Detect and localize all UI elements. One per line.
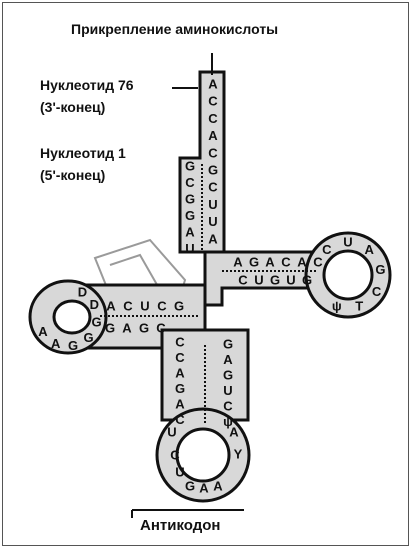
t-arm-top-nucleotide: G	[249, 255, 259, 270]
anticodon-left-nucleotide: A	[175, 397, 185, 412]
nucleotide-1-label: Нуклеотид 1	[40, 145, 126, 161]
anticodon-left-nucleotide: C	[175, 335, 185, 350]
acceptor-3prime-nucleotide: C	[208, 111, 218, 126]
t-arm-bottom-nucleotide: G	[302, 273, 312, 288]
t-loop-nucleotide: T	[355, 299, 363, 314]
d-arm-top-nucleotide: G	[174, 299, 184, 314]
t-arm-bottom-nucleotide: G	[270, 273, 280, 288]
anticodon-loop-nucleotide: U	[167, 425, 176, 440]
anticodon-label: Антикодон	[140, 517, 220, 534]
anticodon-loop-nucleotide: A	[213, 479, 223, 494]
anticodon-loop-nucleotide: A	[199, 481, 209, 496]
acceptor-3prime-nucleotide: G	[208, 163, 218, 178]
d-loop-nucleotide: D	[90, 297, 99, 312]
d-loop-nucleotide: G	[83, 330, 93, 345]
acceptor-3prime-nucleotide: C	[208, 180, 218, 195]
t-arm-top-nucleotide: A	[233, 255, 243, 270]
t-loop-nucleotide: C	[322, 242, 332, 257]
t-arm-bottom-nucleotide: U	[254, 273, 263, 288]
d-loop-hole	[54, 301, 90, 333]
anticodon-right-nucleotide: A	[223, 352, 233, 367]
d-loop-nucleotide: A	[51, 336, 61, 351]
anticodon-right-nucleotide: G	[223, 368, 233, 383]
t-arm-top-nucleotide: C	[281, 255, 291, 270]
acceptor-5prime-nucleotide: A	[185, 225, 195, 240]
anticodon-loop-nucleotide: A	[229, 425, 239, 440]
acceptor-3prime-nucleotide: U	[208, 197, 217, 212]
d-arm-bottom-nucleotide: A	[122, 321, 132, 336]
t-loop-nucleotide: U	[343, 235, 352, 250]
d-loop-nucleotide: A	[38, 324, 48, 339]
anticodon-left-nucleotide: A	[175, 366, 185, 381]
acceptor-3prime-nucleotide: C	[208, 94, 218, 109]
t-loop-nucleotide: G	[375, 262, 385, 277]
t-arm-bottom-nucleotide: U	[286, 273, 295, 288]
d-arm-bottom-nucleotide: G	[105, 321, 115, 336]
acceptor-3prime-nucleotide: A	[208, 231, 218, 246]
d-arm-top-nucleotide: C	[157, 299, 167, 314]
acceptor-3prime-nucleotide: C	[208, 145, 218, 160]
t-arm-top-nucleotide: A	[297, 255, 307, 270]
acceptor-3prime-nucleotide: A	[208, 77, 218, 92]
t-loop-nucleotide: A	[365, 242, 375, 257]
d-arm-bottom-nucleotide: G	[139, 321, 149, 336]
anticodon-loop-nucleotide: Y	[234, 447, 243, 462]
acceptor-5prime-nucleotide: G	[185, 192, 195, 207]
anticodon-left-nucleotide: C	[175, 350, 185, 365]
t-loop-hole	[324, 251, 372, 299]
d-loop-nucleotide: D	[78, 284, 87, 299]
t-loop-nucleotide: ψ	[332, 299, 342, 314]
d-arm-top-nucleotide: A	[106, 299, 116, 314]
d-arm-top-nucleotide: C	[123, 299, 133, 314]
nucleotide-76-label: Нуклеотид 76	[40, 77, 134, 93]
acceptor-3prime-nucleotide: U	[208, 214, 217, 229]
anticodon-right-nucleotide: C	[223, 399, 233, 414]
acceptor-5prime-nucleotide: U	[185, 241, 194, 256]
anticodon-right-nucleotide: U	[223, 383, 232, 398]
acceptor-3prime-nucleotide: A	[208, 128, 218, 143]
d-loop-nucleotide: G	[68, 338, 78, 353]
d-arm-top-nucleotide: U	[140, 299, 149, 314]
acceptor-5prime-nucleotide: G	[185, 208, 195, 223]
anticodon-loop-nucleotide: U	[175, 465, 184, 480]
t-arm-top-nucleotide: A	[265, 255, 275, 270]
amino-acid-attachment-label: Прикрепление аминокислоты	[71, 21, 278, 37]
acceptor-5prime-nucleotide: C	[185, 175, 195, 190]
anticodon-left-nucleotide: C	[175, 412, 185, 427]
anticodon-right-nucleotide: G	[223, 337, 233, 352]
t-arm-bottom-nucleotide: C	[238, 273, 248, 288]
t-loop-nucleotide: C	[372, 284, 382, 299]
nucleotide-1-end-label: (5'-конец)	[40, 167, 105, 183]
anticodon-loop-nucleotide: G	[185, 479, 195, 494]
d-loop-nucleotide: G	[91, 315, 101, 330]
anticodon-left-nucleotide: G	[175, 381, 185, 396]
acceptor-5prime-nucleotide: G	[185, 159, 195, 174]
nucleotide-76-end-label: (3'-конец)	[40, 99, 105, 115]
anticodon-loop-hole	[177, 429, 229, 481]
d-arm-bottom-nucleotide: C	[156, 321, 166, 336]
anticodon-loop-nucleotide: C	[170, 448, 180, 463]
